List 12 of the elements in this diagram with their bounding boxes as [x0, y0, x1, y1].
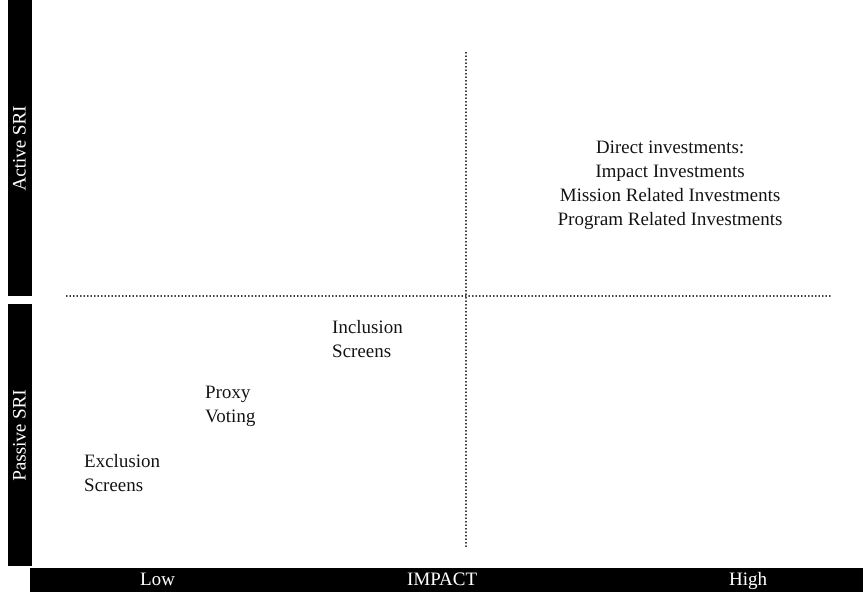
- quadrant-text: Mission Related Investments: [558, 184, 782, 208]
- quadrant-text: Program Related Investments: [556, 208, 784, 232]
- quadrant-text: Impact Investments: [594, 160, 746, 184]
- quadrant-heading: Direct investments:: [594, 136, 746, 160]
- axis-label: Low: [140, 569, 175, 591]
- axis-label: IMPACT: [407, 569, 478, 591]
- quadrant-text: Inclusion Screens: [332, 316, 404, 364]
- axis-label: Passive SRI: [8, 389, 32, 481]
- quadrant-text: Proxy Voting: [205, 381, 256, 429]
- axis-label: Active SRI: [8, 106, 31, 190]
- axis-label: High: [729, 569, 767, 591]
- quadrant-text: Exclusion Screens: [84, 450, 161, 498]
